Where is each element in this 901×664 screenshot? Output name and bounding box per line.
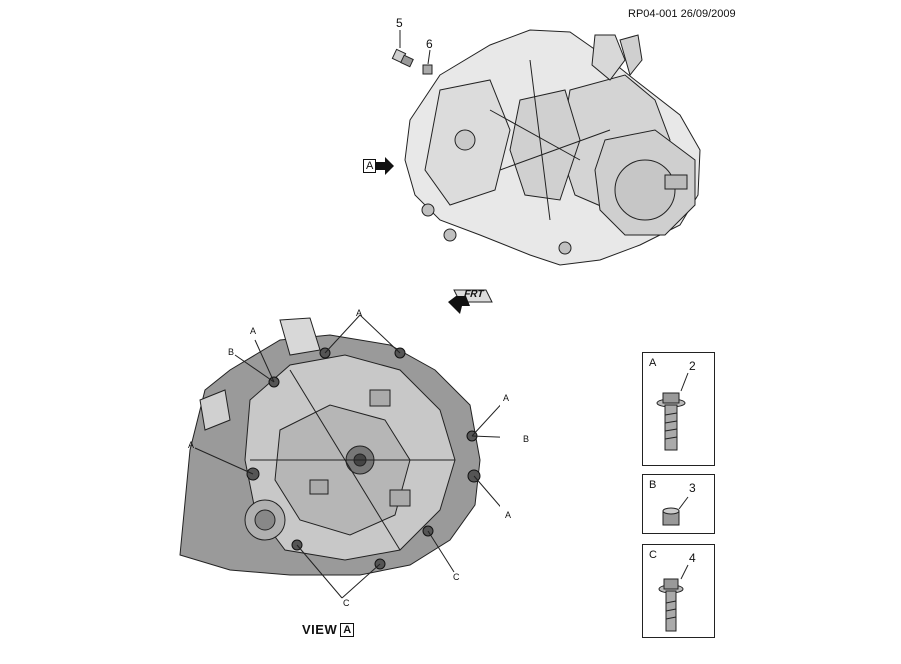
callout-bottom-c: C [343,598,350,608]
callout-right-b: B [523,434,530,444]
stud-bolt-icon [658,564,689,632]
dowel-sleeve-icon [662,496,689,526]
legend-a: A 2 [642,352,715,466]
gearbox-view-a-drawing [179,314,500,599]
flange-bolt-icon [656,372,689,451]
legend-a-number: 2 [689,359,696,373]
plug-part-6-icon [422,64,433,75]
arrow-right-icon [376,157,395,175]
callout-top-a: A [356,308,363,318]
legend-c-letter: C [649,549,657,561]
callout-right-a1: A [503,393,510,403]
sensor-part-5-icon [391,48,414,68]
legend-a-letter: A [649,357,657,369]
direction-label: FRT [462,289,485,300]
legend-b-letter: B [649,479,657,491]
legend-c: C 4 [642,544,715,638]
direction-marker: FRT [446,284,496,318]
view-title-text: VIEW [302,622,338,637]
legend-b: B 3 [642,474,715,534]
legend-b-number: 3 [689,481,696,495]
callout-lines-top [399,30,431,65]
drawing-reference: RP04-001 26/09/2009 [628,8,736,20]
front-arrow-icon [448,289,493,314]
view-arrow-a: A [363,157,395,175]
view-title-box: A [340,622,355,637]
callout-left-b: B [228,347,235,357]
legend-c-number: 4 [689,551,696,565]
callout-left-a2: A [188,440,195,450]
callout-left-a1: A [250,326,257,336]
gearbox-top-drawing [404,29,701,266]
callout-right-c: C [453,572,460,582]
callout-right-a2: A [505,510,512,520]
view-arrow-a-label: A [363,159,377,173]
callout-5: 5 [396,16,403,30]
callout-6: 6 [426,37,433,51]
view-a-title: VIEW A [302,622,355,637]
